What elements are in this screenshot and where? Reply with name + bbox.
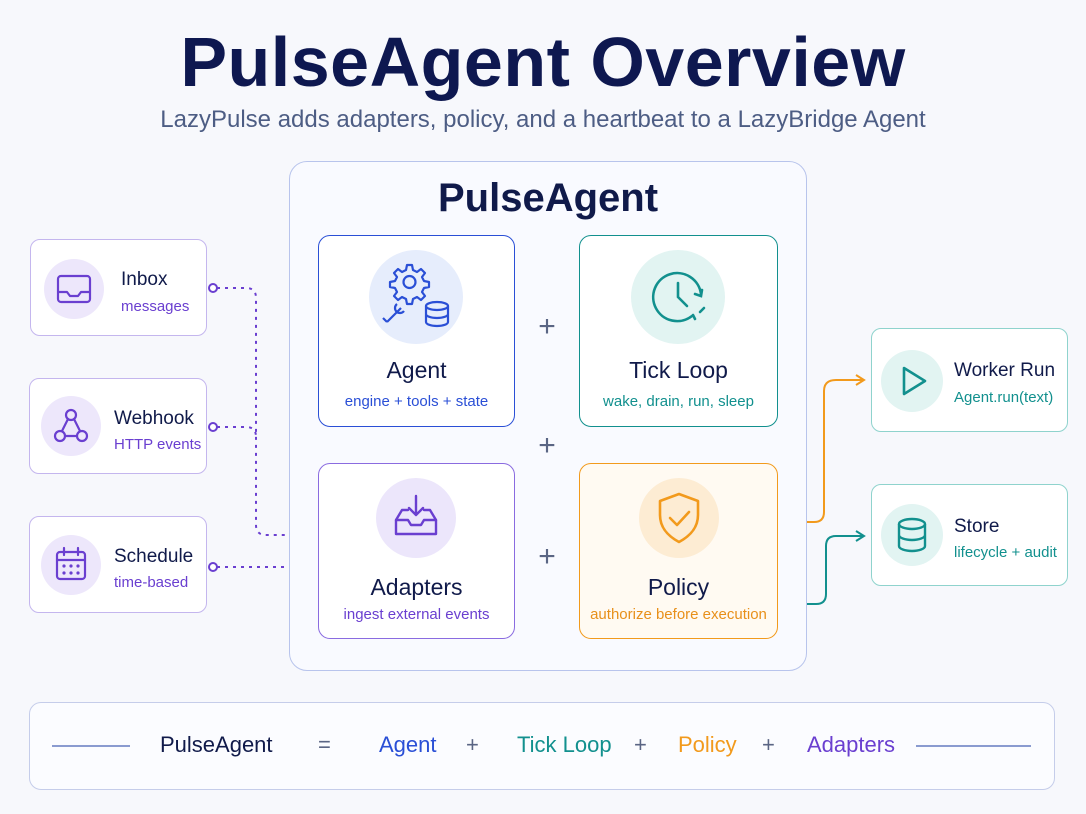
page-subtitle: LazyPulse adds adapters, policy, and a h… xyxy=(160,106,926,133)
plus-sign-middle: + xyxy=(538,429,556,462)
inbox-icon xyxy=(44,259,104,319)
worker-run-subtitle: Agent.run(text) xyxy=(954,389,1054,406)
schedule-title: Schedule xyxy=(114,546,194,567)
inbox-title: Inbox xyxy=(121,269,168,290)
agent-card-title: Agent xyxy=(386,357,447,383)
formula-term-tick-loop: Tick Loop xyxy=(517,732,612,757)
calendar-icon xyxy=(41,535,101,595)
page-title: PulseAgent Overview xyxy=(180,23,906,101)
worker-run-title: Worker Run xyxy=(954,360,1056,381)
adapters-card-subtitle: ingest external events xyxy=(343,606,490,623)
formula-term-adapters: Adapters xyxy=(807,732,896,757)
formula-term-policy: Policy xyxy=(678,732,737,757)
webhook-title: Webhook xyxy=(114,408,194,429)
policy-to-store-connector xyxy=(778,530,866,605)
formula-plus-2: + xyxy=(634,732,647,757)
tick-loop-card-title: Tick Loop xyxy=(629,357,728,383)
inbox-download-icon xyxy=(376,478,456,558)
formula-lhs: PulseAgent xyxy=(160,732,273,757)
webhook-subtitle: HTTP events xyxy=(114,436,202,453)
formula-bar xyxy=(29,702,1055,790)
webhook-port xyxy=(208,422,218,432)
container-title: PulseAgent xyxy=(437,176,659,220)
tick-loop-card: Tick Loop wake, drain, run, sleep xyxy=(579,235,778,427)
gear-database-icon xyxy=(369,250,463,344)
clock-icon xyxy=(631,250,725,344)
inbox-connector xyxy=(217,287,316,540)
policy-to-worker-connector xyxy=(791,374,866,523)
formula-equals: = xyxy=(318,732,331,757)
store-title: Store xyxy=(954,516,1000,537)
schedule-card: Schedule time-based xyxy=(29,516,207,613)
adapters-card-title: Adapters xyxy=(370,574,463,600)
store-subtitle: lifecycle + audit xyxy=(954,544,1057,561)
formula-rule-left xyxy=(52,745,130,747)
webhook-card: Webhook HTTP events xyxy=(29,378,207,474)
plus-sign-bottom: + xyxy=(538,540,556,573)
inbox-subtitle: messages xyxy=(121,298,190,315)
database-icon xyxy=(881,504,943,566)
store-card: Store lifecycle + audit xyxy=(871,484,1068,586)
agent-card-subtitle: engine + tools + state xyxy=(344,393,489,410)
policy-card-title: Policy xyxy=(647,574,710,600)
formula-rule-right xyxy=(916,745,1031,747)
inbox-card: Inbox messages xyxy=(30,239,207,336)
agent-card: Agent engine + tools + state xyxy=(318,235,515,427)
formula-term-agent: Agent xyxy=(379,732,437,757)
tick-loop-card-subtitle: wake, drain, run, sleep xyxy=(603,393,754,410)
policy-card-subtitle: authorize before execution xyxy=(590,606,767,623)
webhook-connector xyxy=(217,426,257,438)
policy-card: Policy authorize before execution xyxy=(579,463,778,639)
inbox-port xyxy=(208,283,218,293)
formula-plus-1: + xyxy=(466,732,479,757)
worker-run-card: Worker Run Agent.run(text) xyxy=(871,328,1068,432)
play-icon xyxy=(881,350,943,412)
formula-plus-3: + xyxy=(762,732,775,757)
adapters-card: Adapters ingest external events xyxy=(318,463,515,639)
plus-sign-top: + xyxy=(538,310,556,343)
schedule-port xyxy=(208,562,218,572)
shield-check-icon xyxy=(639,478,719,558)
webhook-icon xyxy=(41,396,101,456)
schedule-subtitle: time-based xyxy=(114,574,189,591)
